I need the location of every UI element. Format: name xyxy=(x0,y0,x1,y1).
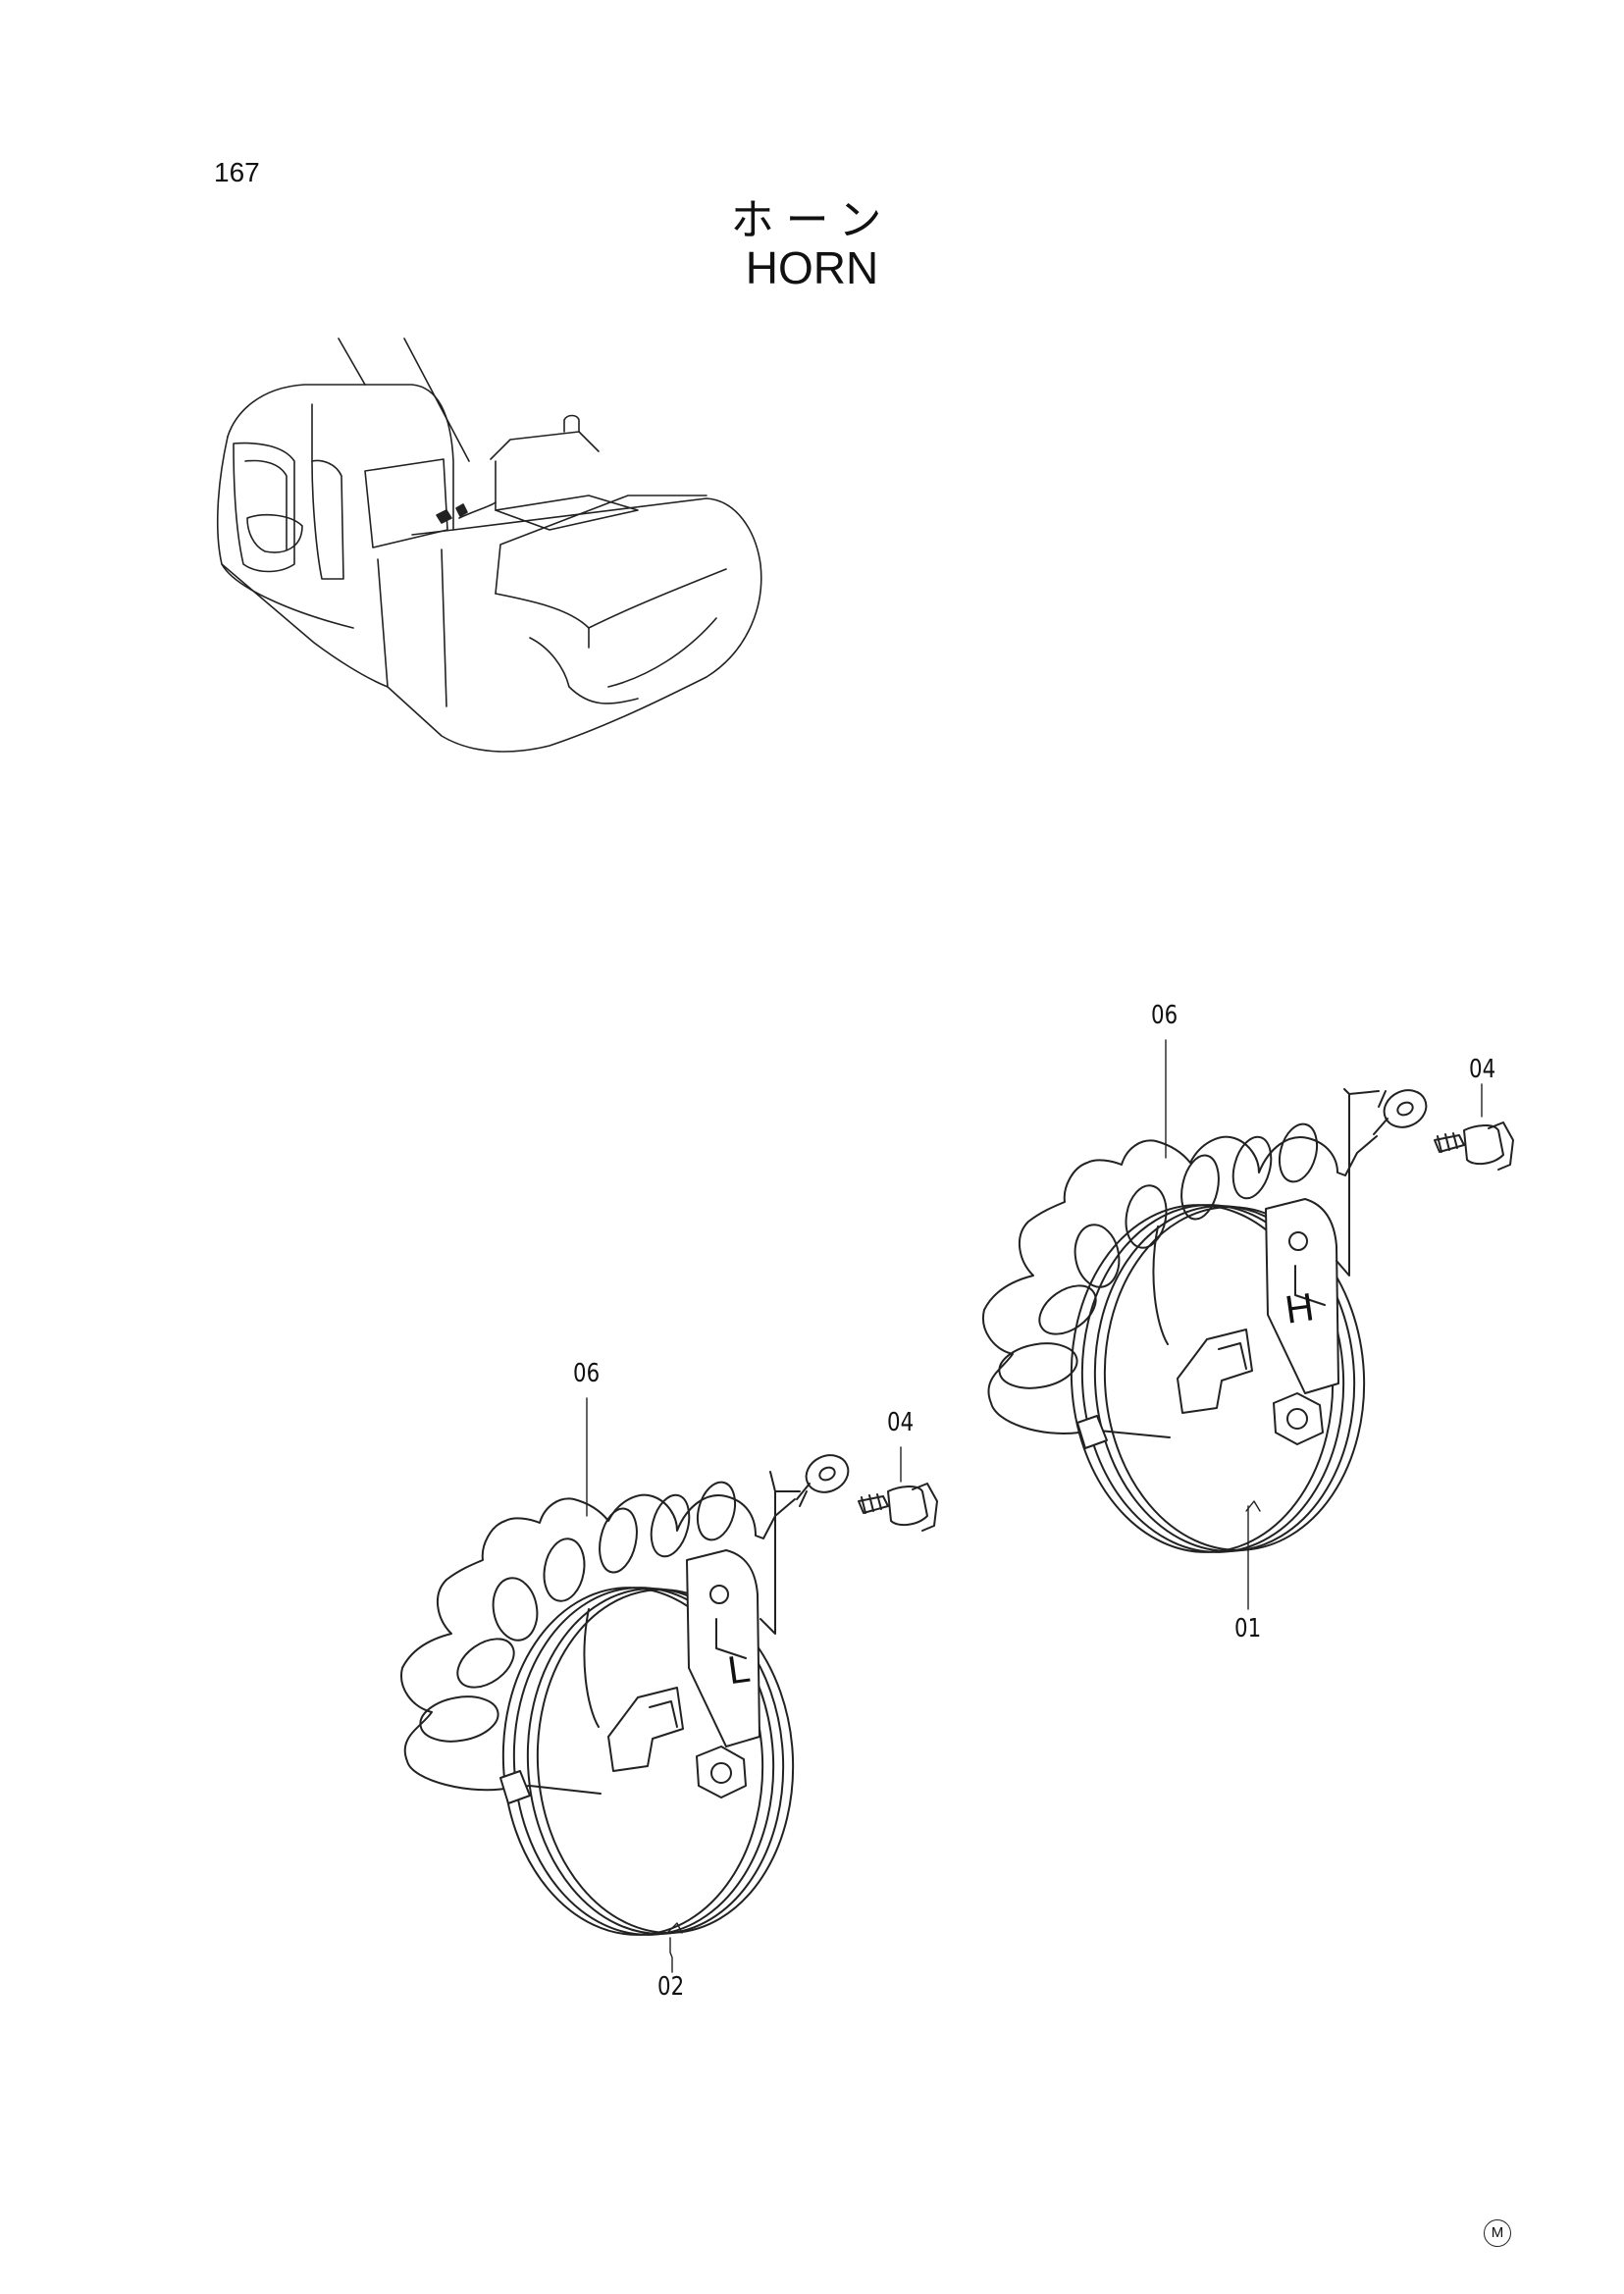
callout-right-bolt: 04 xyxy=(1469,1055,1496,1084)
bolt-right xyxy=(1435,1122,1513,1170)
circled-m-mark: M xyxy=(1484,2219,1511,2247)
leader-lines xyxy=(587,1040,1482,1972)
title-english: HORN xyxy=(745,242,879,293)
title-japanese: ホーン xyxy=(730,195,894,245)
callout-left-bolt: 04 xyxy=(887,1408,915,1437)
callout-right-horn: 01 xyxy=(1234,1614,1262,1643)
horn-letter-h: H xyxy=(1283,1285,1317,1332)
horn-assembly-left xyxy=(401,1448,937,1941)
excavator-locator-drawing xyxy=(218,339,761,752)
bolt-left xyxy=(859,1484,937,1531)
callout-right-harness: 06 xyxy=(1151,1001,1179,1030)
callout-left-harness: 06 xyxy=(573,1359,601,1388)
page-number: 167 xyxy=(214,157,260,187)
horn-assembly-right xyxy=(983,1083,1513,1558)
callout-left-horn: 02 xyxy=(657,1972,685,2002)
